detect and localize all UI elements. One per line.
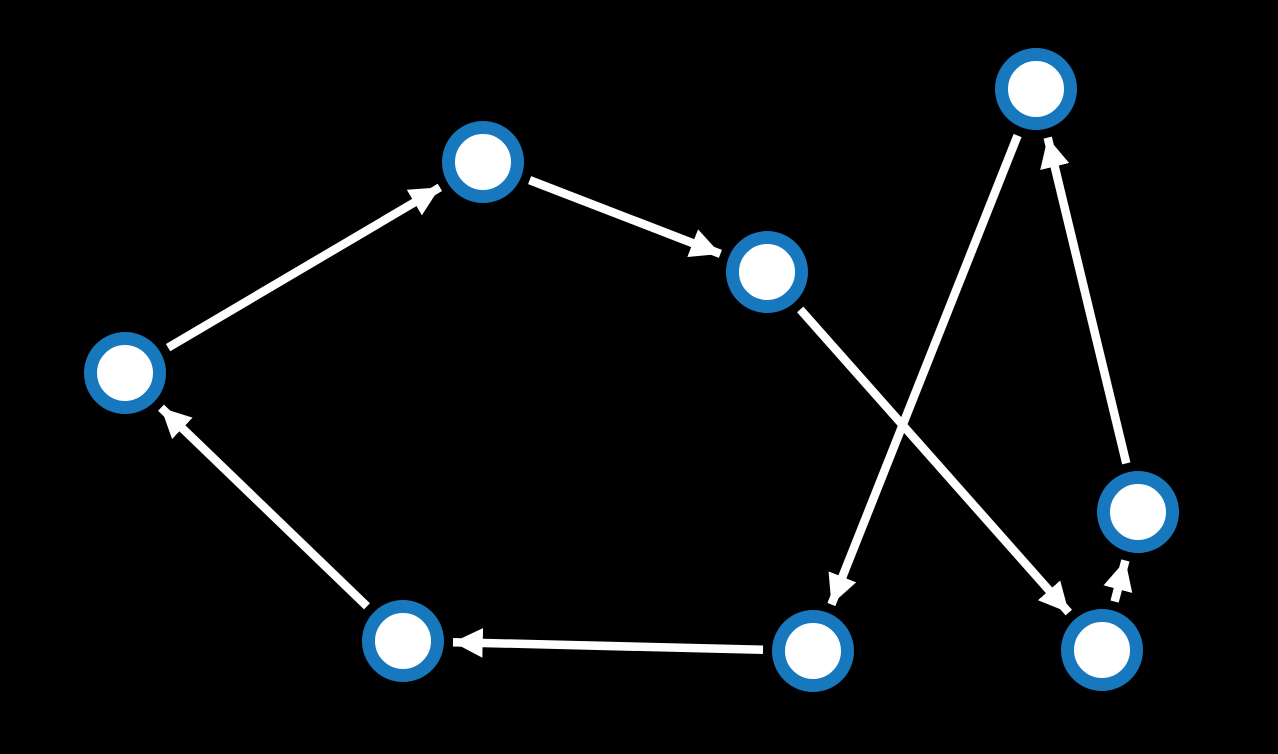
arrow-bottom-right-to-right [1103, 559, 1133, 603]
arrow-upper-left-to-middle [528, 176, 722, 258]
arrow-top-right-to-bottom-middle [827, 133, 1022, 607]
arrow-bottom-middle-to-bottom-left [452, 628, 764, 658]
arrow-left-to-upper-left [165, 183, 443, 352]
graph-node-bottom-right [1061, 609, 1143, 691]
graph-node-upper-left [442, 121, 524, 203]
graph-node-left [84, 332, 166, 414]
graph-node-bottom-middle [772, 610, 854, 692]
graph-node-bottom-left [362, 600, 444, 682]
arrow-bottom-left-to-left [158, 404, 370, 610]
graph-node-middle [726, 231, 808, 313]
arrow-right-to-top-right [1040, 136, 1131, 465]
graph-node-top-right [995, 48, 1077, 130]
arrow-middle-to-bottom-right [797, 306, 1072, 616]
graph-node-right [1097, 471, 1179, 553]
